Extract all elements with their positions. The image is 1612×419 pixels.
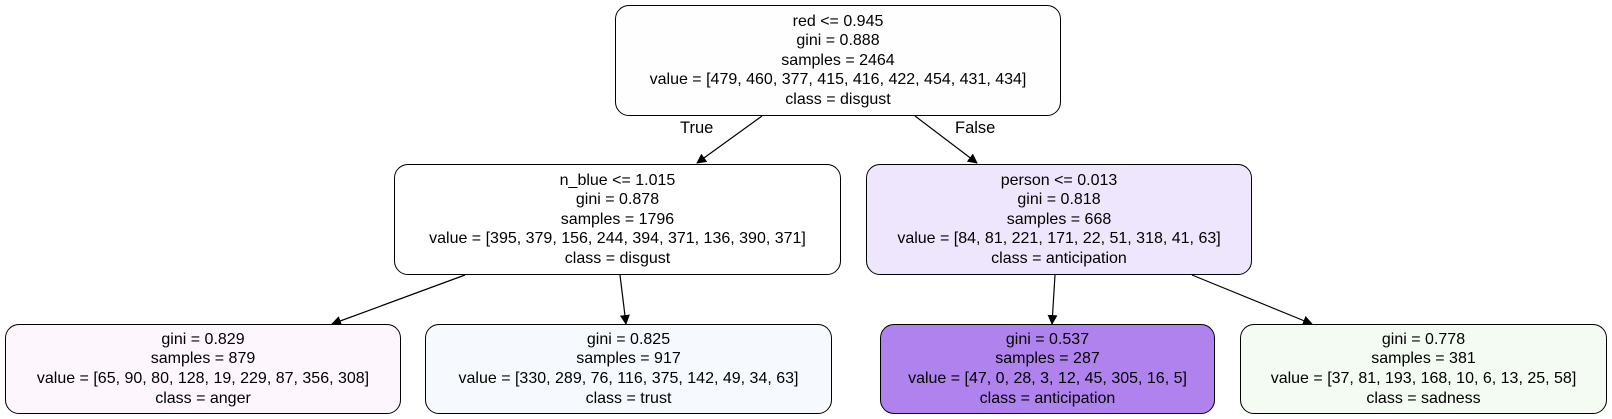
node-line: samples = 2464 [781, 51, 895, 69]
edge-left-ll [331, 274, 466, 326]
node-line: gini = 0.818 [1017, 191, 1101, 209]
tree-node-leaf-sadness: gini = 0.778 samples = 381 value = [37, … [1240, 324, 1607, 414]
tree-node-leaf-anger: gini = 0.829 samples = 879 value = [65, … [5, 324, 401, 414]
node-line: value = [37, 81, 193, 168, 10, 6, 13, 25… [1270, 370, 1577, 387]
node-line: class = disgust [564, 249, 671, 267]
tree-node-left: n_blue <= 1.015 gini = 0.878 samples = 1… [394, 164, 841, 275]
node-line: samples = 879 [150, 350, 256, 368]
node-line: class = trust [585, 389, 672, 407]
node-line: value = [395, 379, 156, 244, 394, 371, 1… [429, 230, 806, 248]
node-line: samples = 381 [1371, 350, 1476, 368]
node-line: gini = 0.825 [586, 330, 671, 348]
node-line: samples = 668 [1006, 210, 1112, 228]
node-line: class = sadness [1366, 389, 1481, 407]
tree-node-right: person <= 0.013 gini = 0.818 samples = 6… [866, 164, 1252, 275]
edge-label-true: True [680, 119, 714, 137]
edge-right-rr [1191, 274, 1313, 326]
node-line: value = [65, 90, 80, 128, 19, 229, 87, 3… [36, 370, 370, 387]
node-line: gini = 0.829 [161, 330, 245, 348]
node-line: gini = 0.888 [796, 32, 880, 50]
node-line: samples = 1796 [560, 210, 675, 228]
node-line: samples = 287 [995, 350, 1100, 368]
node-line: gini = 0.537 [1005, 330, 1090, 348]
node-line: class = anger [155, 389, 251, 407]
node-line: value = [479, 460, 377, 415, 416, 422, 4… [649, 71, 1027, 89]
tree-node-leaf-anticipation: gini = 0.537 samples = 287 value = [47, … [880, 324, 1215, 414]
node-line: value = [330, 289, 76, 116, 375, 142, 49… [458, 370, 799, 387]
edge-root-left [696, 115, 763, 164]
node-line: person <= 0.013 [1000, 171, 1118, 189]
node-line: gini = 0.878 [575, 191, 660, 209]
edge-right-rl [1047, 274, 1058, 325]
node-line: value = [47, 0, 28, 3, 12, 45, 305, 16, … [908, 370, 1187, 387]
node-line: samples = 917 [576, 350, 681, 368]
node-line: value = [84, 81, 221, 171, 22, 51, 318, … [897, 230, 1221, 248]
node-line: class = anticipation [979, 389, 1116, 407]
edge-root-right [914, 115, 978, 164]
node-line: gini = 0.778 [1381, 330, 1466, 348]
node-line: class = disgust [785, 90, 891, 108]
node-line: class = anticipation [991, 249, 1127, 267]
edge-left-lr [619, 274, 630, 325]
node-line: red <= 0.945 [792, 12, 884, 30]
edge-label-false: False [955, 119, 996, 137]
tree-node-root: red <= 0.945 gini = 0.888 samples = 2464… [615, 5, 1061, 116]
tree-node-leaf-trust: gini = 0.825 samples = 917 value = [330,… [425, 324, 832, 414]
node-line: n_blue <= 1.015 [559, 171, 676, 189]
